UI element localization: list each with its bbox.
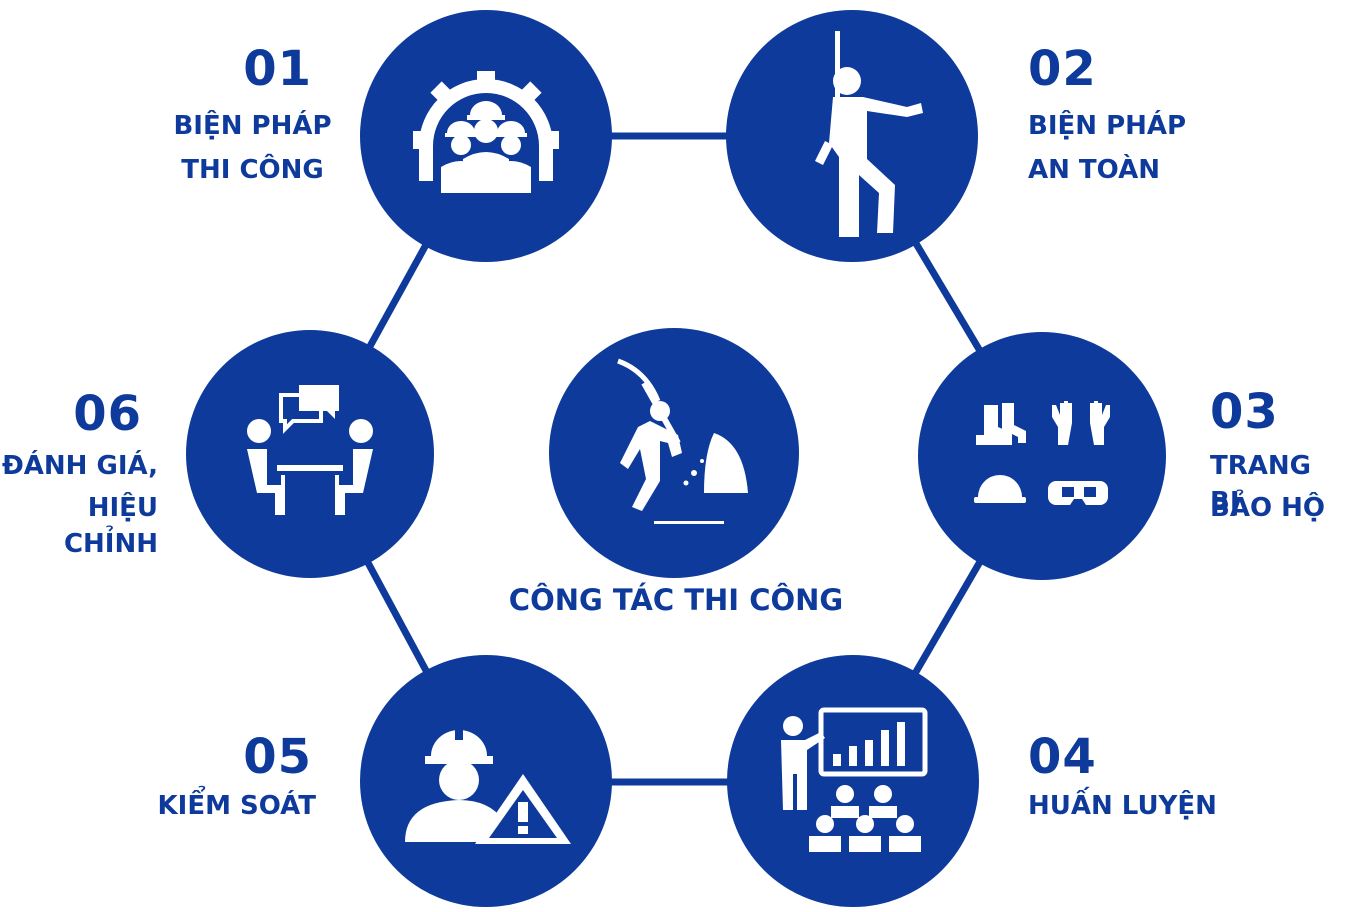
step-05-label-line1: KIỂM SOÁT <box>157 791 316 821</box>
workers-gear-icon <box>413 71 559 193</box>
step-04-label-line1: HUẤN LUYỆN <box>1028 791 1217 821</box>
step-06-label-line1: ĐÁNH GIÁ, <box>2 451 158 481</box>
step-05-number: 05 <box>243 729 312 785</box>
step-03-label-line1: TRANG BỊ <box>1210 451 1311 518</box>
worker-warning-icon <box>405 724 571 844</box>
step-02-number: 02 <box>1028 41 1097 97</box>
step-02-node <box>726 10 978 262</box>
step-02-label-line1: BIỆN PHÁP <box>1028 111 1187 141</box>
step-03-node <box>918 332 1166 580</box>
step-06-number: 06 <box>73 386 142 442</box>
step-01-label-line2: THI CÔNG <box>181 155 324 185</box>
step-04-node <box>727 655 979 907</box>
step-06-node <box>186 330 434 578</box>
step-01-label-line1: BIỆN PHÁP <box>173 111 332 141</box>
safety-harness-icon <box>815 31 923 237</box>
step-01-node <box>360 10 612 262</box>
step-05-node <box>360 655 612 907</box>
step-03-label-line2: BẢO HỘ <box>1210 493 1325 523</box>
step-04-number: 04 <box>1028 729 1097 785</box>
step-01-number: 01 <box>243 41 312 97</box>
step-06-label-line2: HIỆU CHỈNH <box>63 493 158 560</box>
meeting-discussion-icon <box>247 385 373 515</box>
center-label: CÔNG TÁC THI CÔNG <box>508 583 844 617</box>
training-presentation-icon <box>781 707 928 852</box>
miner-pickaxe-icon <box>617 358 748 524</box>
step-02-label-line2: AN TOÀN <box>1028 155 1160 185</box>
center-node <box>549 328 799 578</box>
protective-equipment-icon <box>974 401 1110 505</box>
step-03-number: 03 <box>1210 384 1279 440</box>
